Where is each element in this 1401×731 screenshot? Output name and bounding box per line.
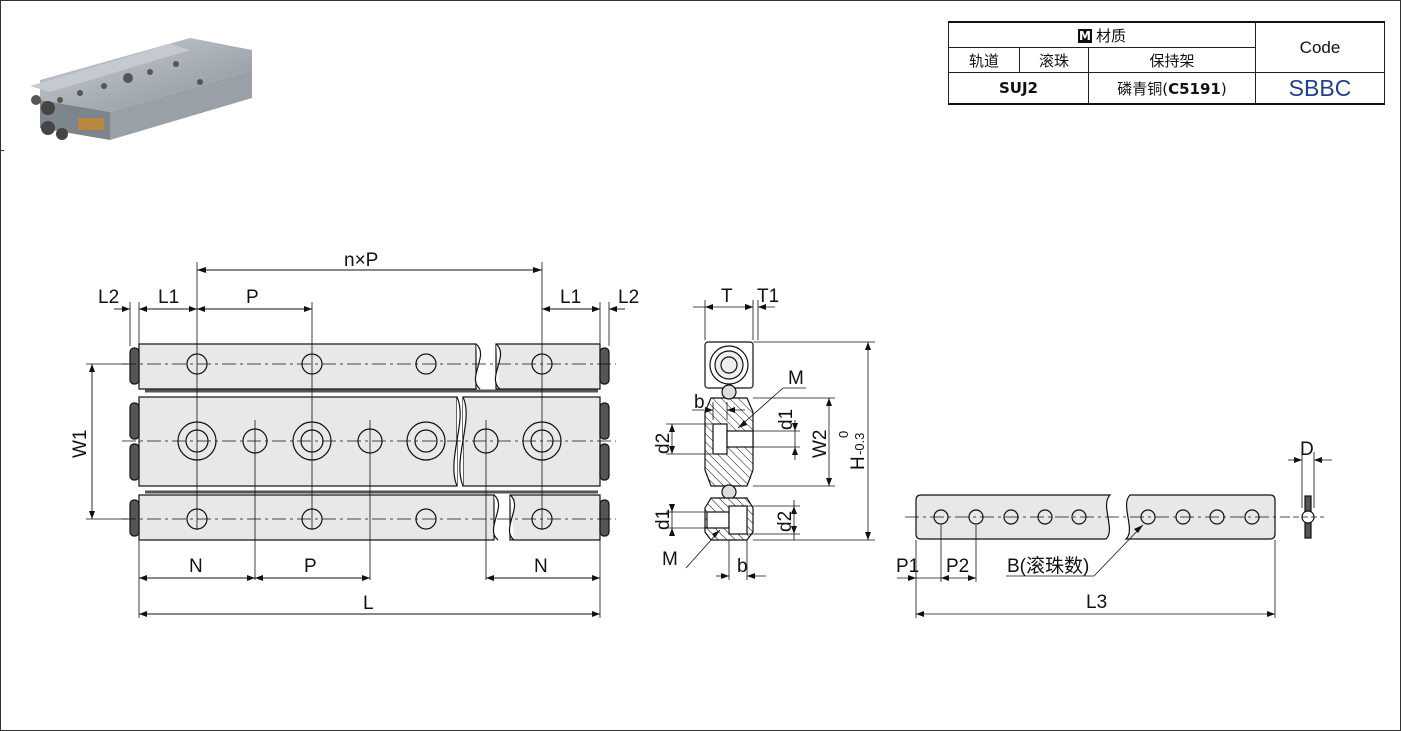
- label-h: H: [848, 456, 869, 470]
- label-p2: P2: [946, 556, 969, 577]
- label-t: T: [721, 286, 733, 307]
- label-w1: W1: [70, 430, 91, 459]
- label-l3: L3: [1086, 592, 1107, 613]
- middle-rail-section: [704, 397, 754, 487]
- label-l1-right: L1: [560, 287, 581, 308]
- column-ball: 滚珠: [1019, 47, 1089, 73]
- cage-material-code: C5191: [1168, 79, 1221, 98]
- product-photo: [30, 38, 252, 140]
- label-d1-bottom: d1: [653, 509, 674, 530]
- label-p1: P1: [896, 556, 919, 577]
- code-header: Code: [1255, 21, 1385, 73]
- extension-lines: [86, 262, 610, 618]
- front-view: [86, 262, 625, 618]
- column-cage: 保持架: [1088, 47, 1256, 73]
- material-badge-icon: M: [1077, 28, 1092, 43]
- label-l2-left: L2: [98, 287, 119, 308]
- label-h-tol-upper: 0: [836, 431, 851, 438]
- label-m-bottom: M: [662, 549, 678, 570]
- bottom-rail: [138, 494, 601, 541]
- label-l2-right: L2: [618, 287, 639, 308]
- label-p-bottom: P: [304, 556, 317, 577]
- label-l: L: [363, 593, 374, 614]
- ball-retainer-view: [897, 452, 1332, 618]
- label-d2-bottom: d2: [775, 511, 796, 532]
- label-d: D: [1300, 439, 1314, 460]
- label-nxp: n×P: [344, 250, 378, 271]
- label-d1-top: d1: [776, 409, 797, 430]
- cage-material-suffix: ): [1220, 79, 1227, 98]
- label-l1-left: L1: [158, 287, 179, 308]
- label-b-bottom: b: [737, 556, 748, 577]
- label-n-left: N: [189, 556, 203, 577]
- label-h-tol-lower: -0.3: [852, 433, 867, 455]
- label-ball-count: B(滚珠数): [1007, 555, 1089, 577]
- frame-tick: [0, 150, 4, 151]
- cage-material: 磷青铜(C5191): [1088, 72, 1256, 105]
- label-d2-top: d2: [653, 433, 674, 454]
- label-b-top: b: [694, 392, 705, 413]
- column-rail: 轨道: [948, 47, 1020, 73]
- label-t1: T1: [757, 286, 779, 307]
- label-p-top: P: [246, 287, 259, 308]
- label-w2: W2: [810, 430, 831, 459]
- dimension-lines: [91, 269, 625, 615]
- arrowheads: [89, 267, 1322, 617]
- rail-ball-material: SUJ2: [948, 72, 1089, 105]
- center-lines: [122, 363, 616, 520]
- cage-material-prefix: 磷青铜(: [1117, 79, 1169, 98]
- label-m-top: M: [788, 368, 804, 389]
- bottom-rail-section: [704, 497, 754, 541]
- material-header-title: 材质: [1095, 26, 1126, 45]
- side-section-view: [666, 300, 875, 580]
- dimension-text: n×P L2 L1 P L1 L2 W1 N P N L T T1 M b d1…: [70, 250, 1314, 614]
- label-n-right: N: [534, 556, 548, 577]
- code-value: SBBC: [1255, 72, 1385, 105]
- top-rail: [138, 343, 601, 390]
- end-stoppers: [129, 347, 610, 537]
